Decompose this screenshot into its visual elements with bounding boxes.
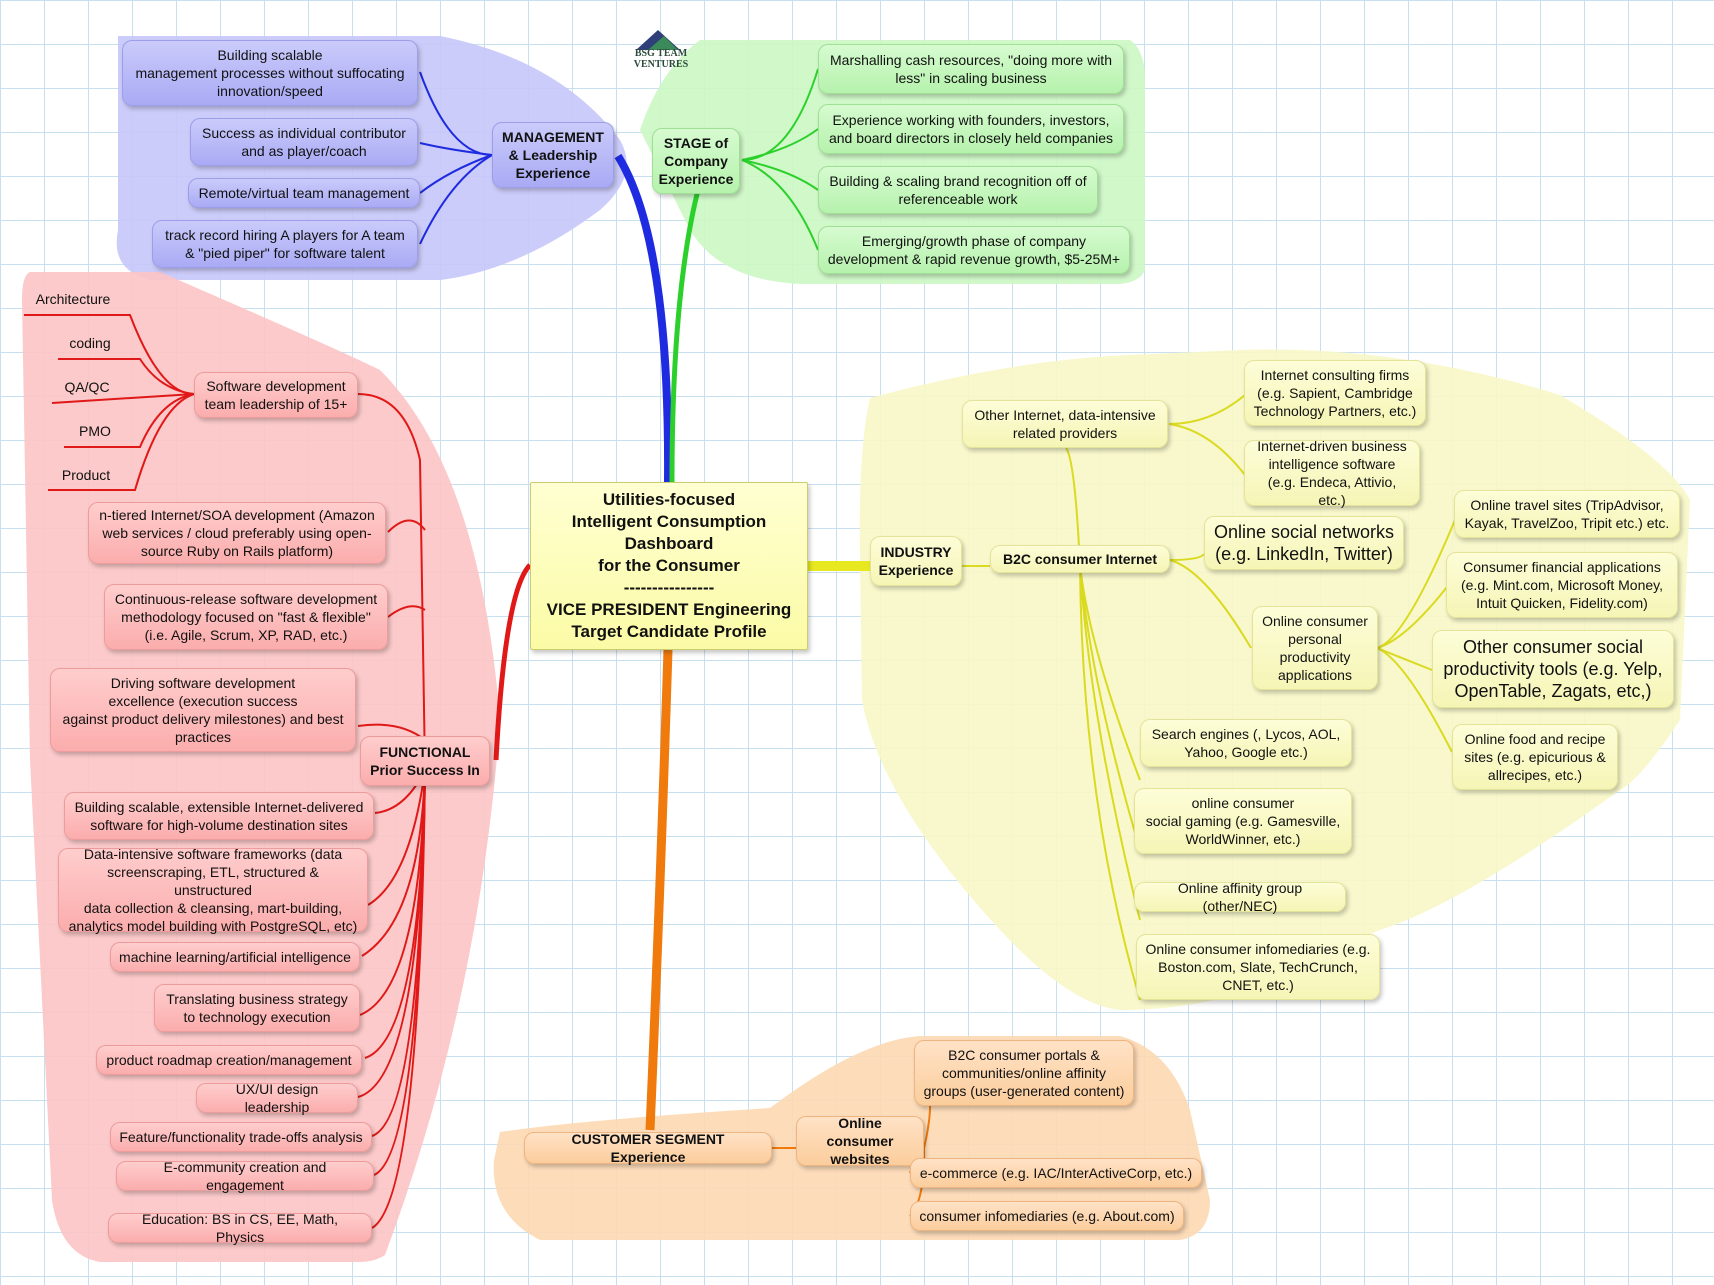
productivity-item[interactable]: Other consumer social productivity tools… (1432, 630, 1674, 708)
social-networks-node[interactable]: Online social networks (e.g. LinkedIn, T… (1204, 516, 1404, 570)
infomediaries-node[interactable]: Online consumer infomediaries (e.g. Bost… (1136, 934, 1380, 1000)
stage-topic[interactable]: STAGE of Company Experience (652, 128, 740, 194)
central-line: VICE PRESIDENT Engineering (546, 600, 792, 619)
stage-item[interactable]: Emerging/growth phase of company develop… (818, 226, 1130, 274)
central-topic[interactable]: Utilities-focused Intelligent Consumptio… (530, 482, 808, 650)
functional-item[interactable]: Building scalable, extensible Internet-d… (64, 792, 374, 840)
functional-item[interactable]: Education: BS in CS, EE, Math, Physics (108, 1211, 372, 1245)
functional-trunk (493, 563, 532, 761)
stage-item[interactable]: Marshalling cash resources, "doing more … (818, 44, 1124, 94)
functional-item[interactable]: product roadmap creation/management (96, 1045, 362, 1075)
functional-topic[interactable]: FUNCTIONAL Prior Success In (360, 736, 490, 786)
functional-item[interactable]: Data-intensive software frameworks (data… (58, 846, 368, 934)
functional-item[interactable]: UX/UI design leadership (196, 1081, 358, 1115)
management-topic[interactable]: MANAGEMENT & Leadership Experience (492, 122, 614, 188)
management-trunk (614, 153, 673, 483)
functional-item[interactable]: machine learning/artificial intelligence (110, 942, 360, 972)
affinity-node[interactable]: Online affinity group (other/NEC) (1134, 880, 1346, 914)
productivity-node[interactable]: Online consumer personal productivity ap… (1252, 606, 1378, 690)
management-item[interactable]: Remote/virtual team management (188, 178, 420, 208)
gaming-node[interactable]: online consumer social gaming (e.g. Game… (1134, 788, 1352, 854)
stage-item[interactable]: Building & scaling brand recognition off… (818, 166, 1098, 214)
central-line: Intelligent Consumption (571, 512, 767, 531)
industry-topic[interactable]: INDUSTRY Experience (870, 536, 962, 586)
team-subitem[interactable]: QA/QC (64, 379, 110, 395)
team-leadership-node[interactable]: Software development team leadership of … (194, 372, 358, 418)
productivity-item[interactable]: Online food and recipe sites (e.g. epicu… (1452, 724, 1618, 790)
central-line: ---------------- (623, 578, 715, 597)
central-line: Target Candidate Profile (571, 622, 767, 641)
customer-item[interactable]: B2C consumer portals & communities/onlin… (914, 1040, 1134, 1106)
team-subitem[interactable]: coding (69, 335, 111, 351)
team-subitem[interactable]: Architecture (35, 291, 111, 307)
online-websites-node[interactable]: Online consumer websites (796, 1115, 924, 1167)
functional-item[interactable]: n-tiered Internet/SOA development (Amazo… (88, 502, 386, 564)
customer-item[interactable]: e-commerce (e.g. IAC/InterActiveCorp, et… (910, 1158, 1202, 1188)
management-item[interactable]: Building scalable management processes w… (122, 40, 418, 106)
stage-region (640, 40, 1145, 284)
team-subitem[interactable]: Product (61, 467, 111, 483)
central-line: for the Consumer (598, 556, 740, 575)
management-item[interactable]: track record hiring A players for A team… (152, 220, 418, 268)
central-line: Utilities-focused (602, 490, 736, 509)
functional-item[interactable]: Feature/functionality trade-offs analysi… (110, 1122, 372, 1152)
productivity-item[interactable]: Consumer financial applications (e.g. Mi… (1446, 552, 1678, 618)
productivity-item[interactable]: Online travel sites (TripAdvisor, Kayak,… (1454, 490, 1680, 538)
functional-item[interactable]: E-community creation and engagement (116, 1159, 374, 1193)
central-line: Dashboard (624, 534, 714, 553)
other-internet-item[interactable]: Internet-driven business intelligence so… (1244, 438, 1420, 508)
customer-trunk (645, 649, 673, 1131)
stage-trunk (669, 174, 705, 483)
logo-text: BSG TEAM VENTURES (633, 48, 689, 70)
customer-item[interactable]: consumer infomediaries (e.g. About.com) (910, 1201, 1184, 1231)
team-subitem[interactable]: PMO (79, 423, 111, 439)
search-engines-node[interactable]: Search engines (, Lycos, AOL, Yahoo, Goo… (1140, 719, 1352, 767)
other-internet-item[interactable]: Internet consulting firms (e.g. Sapient,… (1244, 360, 1426, 426)
b2c-node[interactable]: B2C consumer Internet (990, 545, 1170, 573)
mountain-logo-icon (636, 30, 680, 50)
management-item[interactable]: Success as individual contributor and as… (190, 118, 418, 166)
functional-item[interactable]: Continuous-release software development … (104, 584, 388, 650)
company-logo: BSG TEAM VENTURES (608, 28, 714, 72)
functional-item[interactable]: Translating business strategy to technol… (154, 984, 360, 1032)
functional-item[interactable]: Driving software development excellence … (50, 668, 356, 752)
other-internet-node[interactable]: Other Internet, data-intensive related p… (962, 400, 1168, 448)
stage-item[interactable]: Experience working with founders, invest… (818, 104, 1124, 154)
customer-topic[interactable]: CUSTOMER SEGMENT Experience (524, 1131, 772, 1165)
